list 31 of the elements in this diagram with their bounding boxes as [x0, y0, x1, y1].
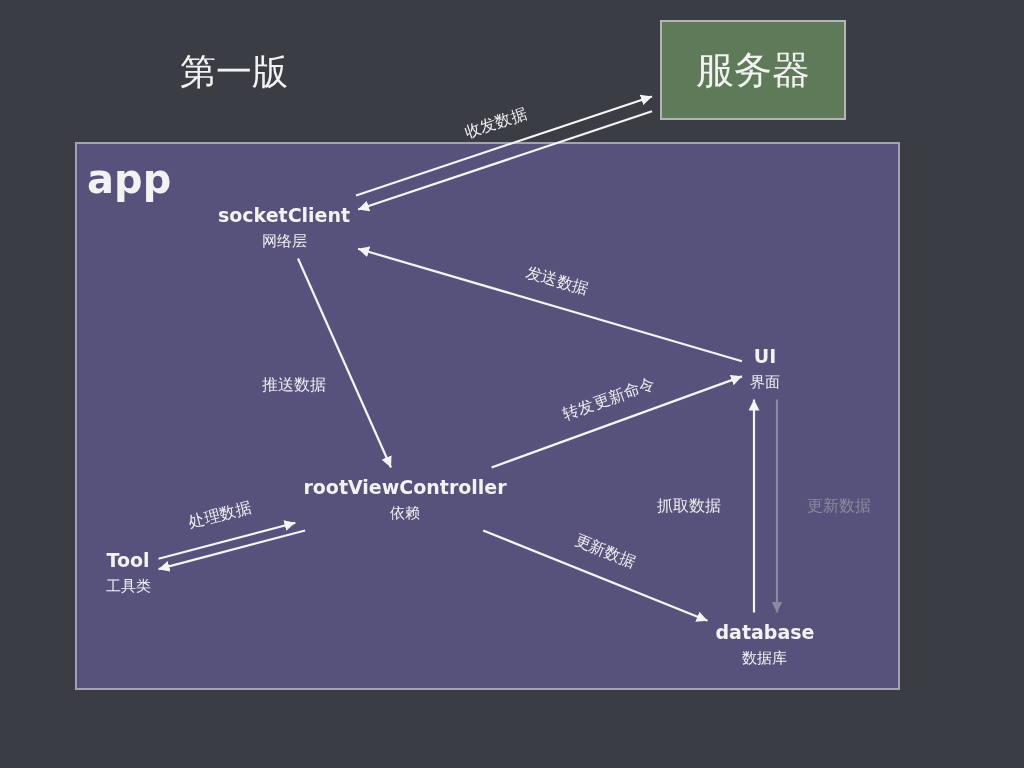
edge-label: 更新数据 — [571, 529, 640, 574]
arrow — [771, 399, 783, 613]
server-box: 服务器 — [660, 20, 846, 120]
arrow — [491, 374, 743, 469]
panel-title: app — [87, 156, 172, 202]
edge-label: 推送数据 — [261, 374, 328, 396]
edge-label: 转发更新命令 — [558, 372, 658, 426]
component-role: 网络层 — [260, 231, 308, 251]
arrow — [355, 94, 653, 197]
arrow — [158, 529, 306, 572]
edge-label: 收发数据 — [461, 102, 531, 144]
arrow — [482, 529, 708, 622]
component-role: 界面 — [750, 372, 780, 392]
component-name: database — [715, 620, 815, 643]
arrow — [297, 258, 392, 468]
component-role: 数据库 — [741, 648, 789, 668]
edge-label: 抓取数据 — [656, 495, 722, 517]
arrow — [357, 110, 653, 212]
component-name: socketClient — [217, 203, 351, 226]
edge-label: 发送数据 — [522, 262, 592, 302]
component-role: 依赖 — [389, 503, 421, 523]
component-name: rootViewController — [303, 475, 507, 498]
component-name: UI — [752, 344, 778, 367]
component-name: Tool — [105, 548, 151, 571]
arrow — [748, 399, 760, 613]
title-text: 第一版 — [180, 50, 288, 94]
app-panel — [75, 142, 900, 690]
arrow — [357, 246, 743, 363]
arrow — [158, 520, 296, 560]
edge-label: 处理数据 — [185, 496, 255, 534]
component-role: 工具类 — [105, 576, 151, 596]
